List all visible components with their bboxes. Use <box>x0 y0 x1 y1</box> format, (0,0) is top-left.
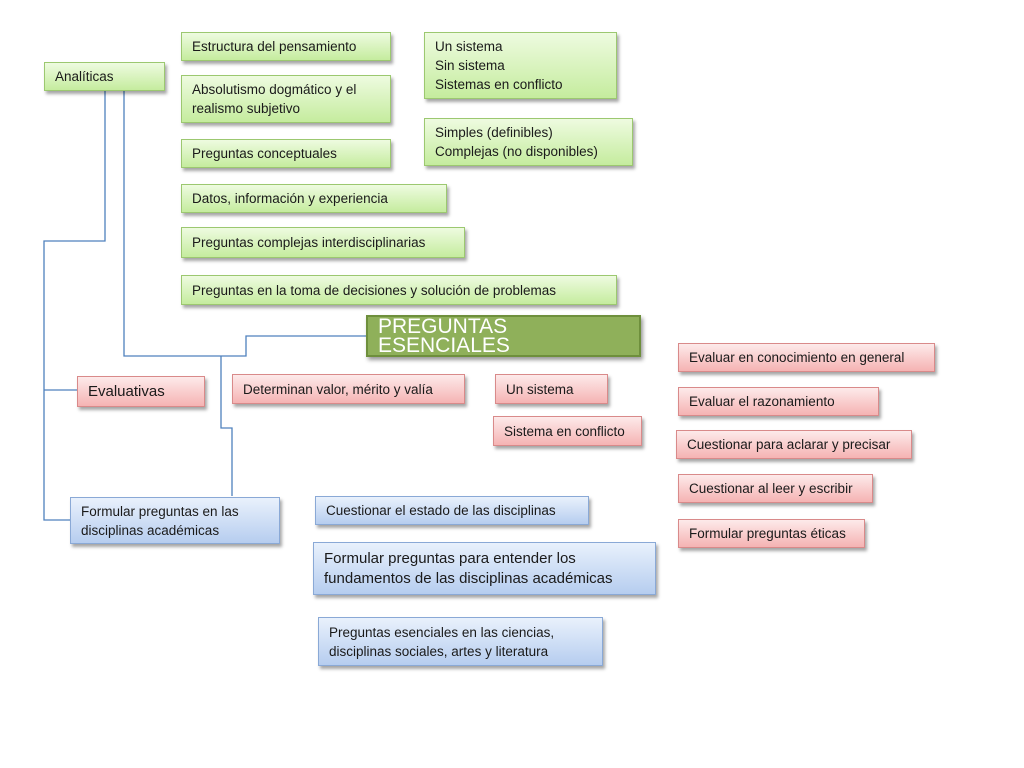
node-toma-decisiones: Preguntas en la toma de decisiones y sol… <box>181 275 617 305</box>
connector-analiticas-to-center <box>123 90 366 357</box>
connector-center-to-disciplinas <box>220 356 233 496</box>
node-datos-informacion: Datos, información y experiencia <box>181 184 447 213</box>
node-evaluar-razonamiento: Evaluar el razonamiento <box>678 387 879 416</box>
node-sistemas: Un sistema Sin sistema Sistemas en confl… <box>424 32 617 99</box>
node-preguntas-esenciales: PREGUNTAS ESENCIALES <box>366 315 641 357</box>
node-sistema-en-conflicto: Sistema en conflicto <box>493 416 642 446</box>
node-evaluar-conocimiento: Evaluar en conocimiento en general <box>678 343 935 372</box>
node-preguntas-ciencias: Preguntas esenciales en las ciencias, di… <box>318 617 603 666</box>
node-absolutismo-dogmatico: Absolutismo dogmático y el realismo subj… <box>181 75 391 123</box>
node-preguntas-eticas: Formular preguntas éticas <box>678 519 865 548</box>
connector-analiticas-to-root <box>43 90 106 521</box>
node-formular-fundamentos: Formular preguntas para entender los fun… <box>313 542 656 595</box>
node-preguntas-complejas: Preguntas complejas interdisciplinarias <box>181 227 465 258</box>
node-cuestionar-aclarar: Cuestionar para aclarar y precisar <box>676 430 912 459</box>
node-un-sistema: Un sistema <box>495 374 608 404</box>
node-analiticas: Analíticas <box>44 62 165 91</box>
node-preguntas-conceptuales: Preguntas conceptuales <box>181 139 391 168</box>
node-cuestionar-leer-escribir: Cuestionar al leer y escribir <box>678 474 873 503</box>
node-estructura-pensamiento: Estructura del pensamiento <box>181 32 391 61</box>
node-cuestionar-estado: Cuestionar el estado de las disciplinas <box>315 496 589 525</box>
node-evaluativas: Evaluativas <box>77 376 205 407</box>
node-determinan-valor: Determinan valor, mérito y valía <box>232 374 465 404</box>
node-formular-disciplinas: Formular preguntas en las disciplinas ac… <box>70 497 280 544</box>
node-simples-complejas: Simples (definibles) Complejas (no dispo… <box>424 118 633 166</box>
